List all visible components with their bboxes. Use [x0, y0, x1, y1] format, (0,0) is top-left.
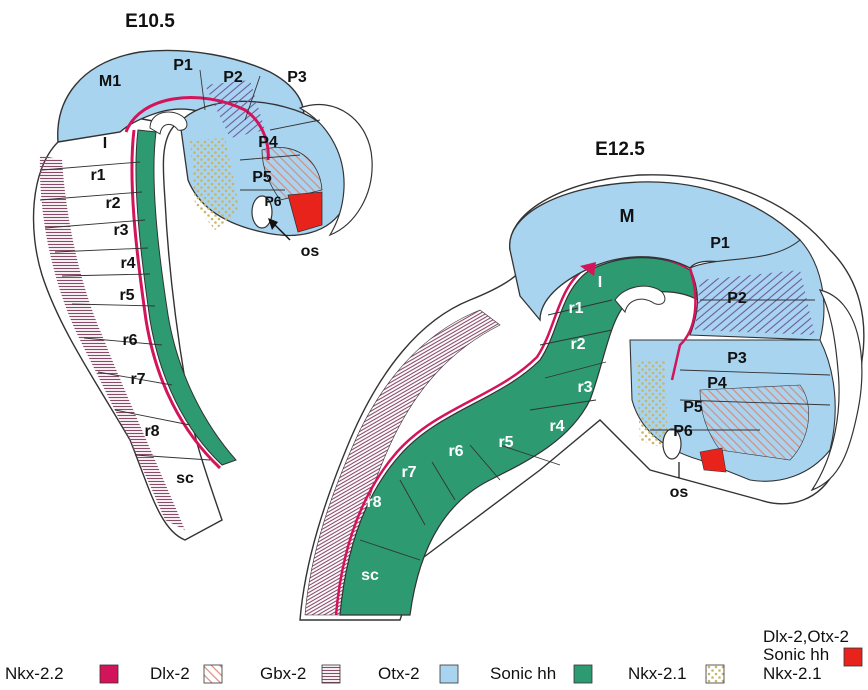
e125-label-p1: P1: [710, 235, 730, 252]
legend-swatch-otx2: [440, 665, 458, 683]
legend-item-combo: Dlx-2,Otx-2 Sonic hh Nkx-2.1: [763, 627, 862, 683]
e105-label-p5: P5: [252, 169, 272, 186]
e105-label-sc: sc: [176, 470, 194, 487]
legend-swatch-sonic: [574, 665, 592, 683]
legend-label-nkx21: Nkx-2.1: [628, 664, 687, 683]
e105-label-r1: r1: [90, 167, 105, 184]
legend-label-sonic: Sonic hh: [490, 664, 556, 683]
e125-label-r6: r6: [448, 443, 463, 460]
e105-label-os: os: [301, 243, 320, 260]
e125-label-r1: r1: [568, 300, 583, 317]
e125-label-sc: sc: [361, 567, 379, 584]
e105-label-p4: P4: [258, 134, 278, 151]
e105-label-p3: P3: [287, 69, 307, 86]
legend-item-nkx21: Nkx-2.1: [628, 664, 724, 683]
e125-label-r8: r8: [366, 494, 381, 511]
e105-label-p6: P6: [264, 193, 281, 209]
legend-label-combo-1: Dlx-2,Otx-2: [763, 627, 849, 646]
legend-item-otx2: Otx-2: [378, 664, 458, 683]
legend-label-combo-2: Sonic hh: [763, 645, 829, 664]
legend-label-otx2: Otx-2: [378, 664, 420, 683]
e125-label-r2: r2: [570, 336, 585, 353]
e125-label-p6: P6: [673, 423, 693, 440]
e125-label-r3: r3: [577, 379, 592, 396]
legend-label-nkx22: Nkx-2.2: [5, 664, 64, 683]
e125-label-r7: r7: [401, 464, 416, 481]
e105-label-r7: r7: [130, 371, 145, 388]
e125-label-p4: P4: [707, 375, 727, 392]
e125-label-os: os: [670, 484, 689, 501]
e105-label-r3: r3: [113, 222, 128, 239]
e125-label-p2: P2: [727, 290, 747, 307]
e105-embryo: E10.5: [34, 11, 373, 540]
e105-label-i: I: [103, 135, 107, 152]
e125-label-m: M: [620, 206, 635, 226]
legend-label-gbx2: Gbx-2: [260, 664, 306, 683]
e125-label-r4: r4: [549, 418, 564, 435]
e125-embryo: E12.5: [300, 139, 864, 620]
legend-item-nkx22: Nkx-2.2: [5, 664, 118, 683]
e105-label-p1: P1: [173, 57, 193, 74]
e125-label-i: I: [598, 274, 602, 291]
e105-label-r2: r2: [105, 195, 120, 212]
e125-label-p5: P5: [683, 399, 703, 416]
legend-swatch-dlx2: [204, 665, 222, 683]
e125-label-p3: P3: [727, 350, 747, 367]
legend-swatch-gbx2: [322, 665, 340, 683]
legend-swatch-nkx22: [100, 665, 118, 683]
e105-label-m1: M1: [99, 73, 121, 90]
e125-title: E12.5: [595, 139, 645, 160]
e125-label-r5: r5: [498, 434, 513, 451]
legend: Nkx-2.2 Dlx-2 Gbx-2 Otx-2 Sonic hh Nkx-2…: [5, 627, 862, 683]
legend-label-dlx2: Dlx-2: [150, 664, 190, 683]
legend-item-sonic: Sonic hh: [490, 664, 592, 683]
legend-label-combo-3: Nkx-2.1: [763, 664, 822, 683]
e125-p2-hatch: [695, 270, 815, 335]
e105-title: E10.5: [125, 11, 175, 32]
e105-label-r4: r4: [120, 255, 135, 272]
legend-swatch-nkx21: [706, 665, 724, 683]
e105-label-r6: r6: [122, 332, 137, 349]
legend-item-dlx2: Dlx-2: [150, 664, 222, 683]
e125-nkx21-region: [636, 360, 668, 450]
legend-swatch-combo: [844, 648, 862, 666]
e105-label-r5: r5: [119, 287, 134, 304]
e125-combo-patch: [700, 448, 726, 472]
e105-label-p2: P2: [223, 69, 243, 86]
e105-label-r8: r8: [144, 423, 159, 440]
legend-item-gbx2: Gbx-2: [260, 664, 340, 683]
